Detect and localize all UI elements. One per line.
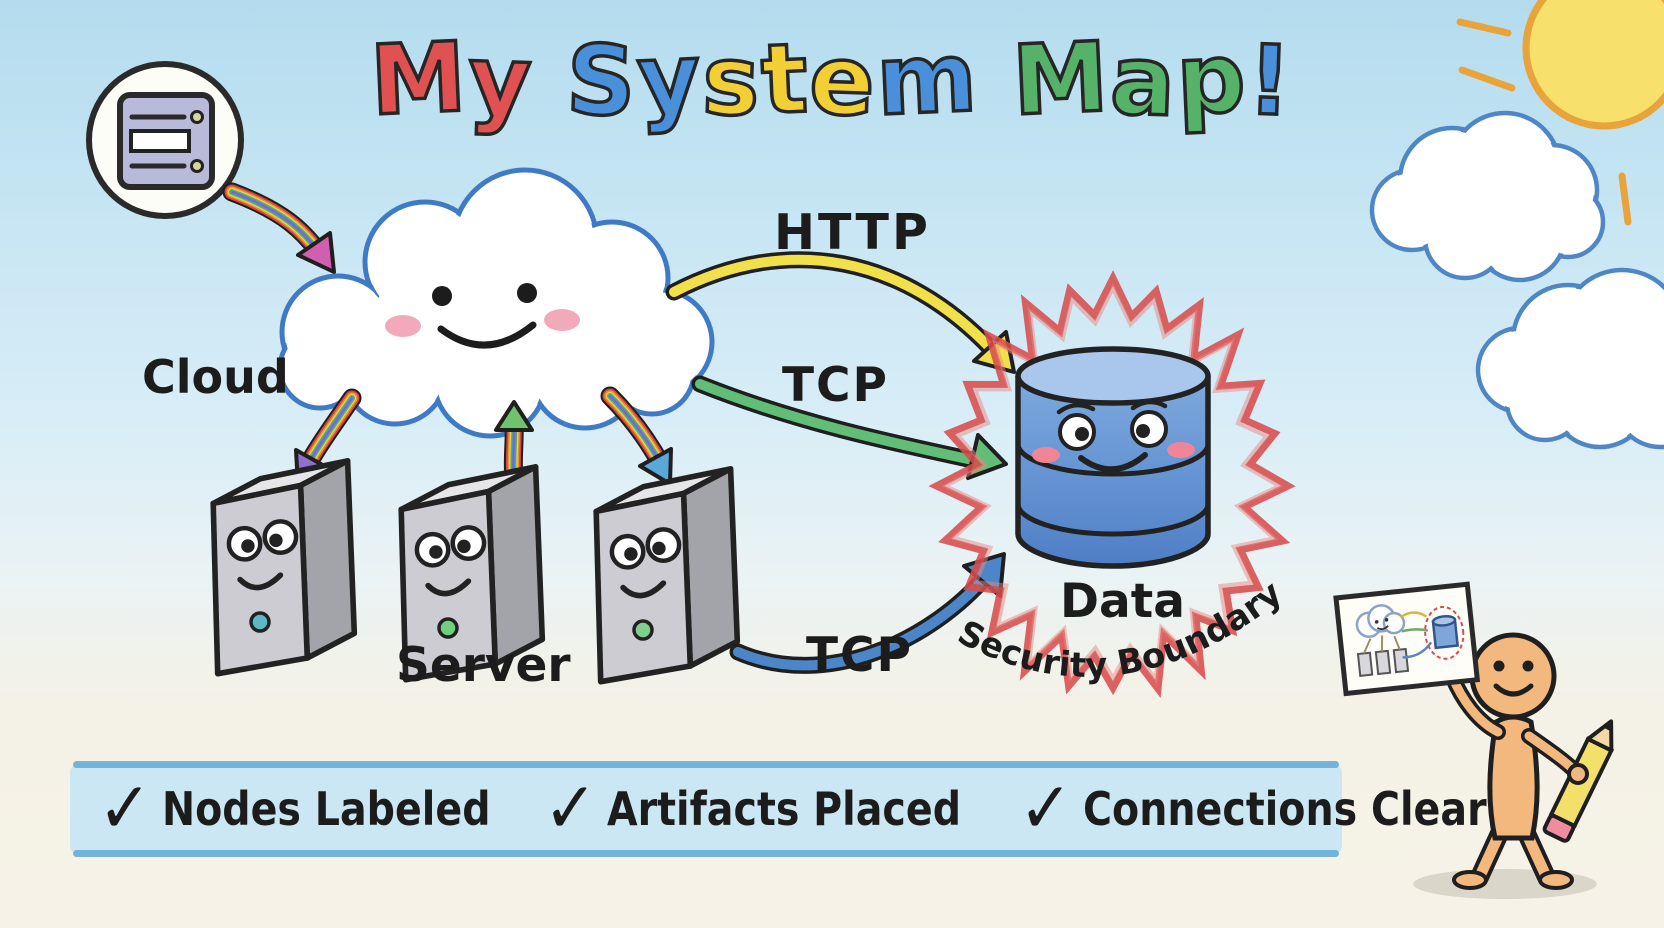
tcp-connection-label-1: TCP: [782, 358, 889, 413]
http-connection-label: HTTP: [774, 204, 931, 261]
cloud-face smiley-face-icon: [385, 283, 580, 349]
origin-badge: [86, 61, 244, 219]
mini-map-card: [1333, 581, 1481, 697]
server-node-3: [596, 469, 737, 682]
title-letter: p: [1173, 20, 1252, 138]
checklist-item: ✓Nodes Labeled: [98, 773, 544, 845]
database-face smiley-face-icon: [1032, 399, 1195, 473]
check-icon: ✓: [1018, 767, 1073, 851]
checklist-item: ✓Connections Clear: [1019, 773, 1552, 845]
checklist-item-label: Artifacts Placed: [607, 782, 962, 836]
rainbow-arrow-badge-to-cloud: [232, 192, 336, 274]
tcp-connection-label-2: TCP: [806, 628, 913, 683]
title-letter: y: [464, 22, 536, 140]
server-node-1: [213, 461, 354, 674]
rainbow-arrow-server2-to-cloud: [494, 400, 534, 478]
title-letter: t: [757, 20, 813, 137]
checklist-band: ✓Nodes Labeled✓Artifacts Placed✓Connecti…: [70, 761, 1486, 857]
title-letter: e: [806, 22, 880, 140]
background-cloud-2: [1475, 267, 1664, 450]
server-led: [249, 611, 271, 633]
checklist-item-label: Nodes Labeled: [161, 782, 491, 836]
mascot-shadow: [1413, 869, 1597, 899]
server-label: Server: [396, 638, 571, 693]
title-letter: M: [366, 19, 472, 139]
check-icon: ✓: [543, 767, 598, 851]
check-icon: ✓: [98, 767, 152, 851]
checklist-items: ✓Nodes Labeled✓Artifacts Placed✓Connecti…: [70, 763, 1486, 855]
title-letter: S: [563, 22, 642, 140]
title-letter: s: [699, 22, 766, 139]
title-letter: !: [1244, 22, 1297, 139]
http-arrow: [674, 260, 1016, 374]
mascot-figure: [1333, 581, 1615, 899]
pencil-icon: [1542, 719, 1615, 843]
mascot-hand: [1567, 763, 1589, 785]
data-label: Data: [1060, 574, 1185, 629]
cloud-label: Cloud: [142, 350, 289, 404]
title-letter: a: [1106, 22, 1180, 140]
server-led: [437, 617, 459, 639]
checklist-item: ✓Artifacts Placed: [544, 773, 1019, 845]
mascot-face smiley-face-icon: [1493, 660, 1534, 697]
database-node: [1015, 346, 1211, 569]
server-badge-icon: [117, 92, 215, 190]
background-cloud-1: [1369, 110, 1606, 283]
checklist-item-label: Connections Clear: [1082, 782, 1487, 836]
title-letter: y: [634, 20, 707, 138]
rainbow-arrow-cloud-to-server1: [294, 398, 352, 488]
sun-icon: [1456, 0, 1664, 226]
cloud-node: [277, 167, 715, 439]
rainbow-arrow-cloud-to-server3: [610, 396, 673, 486]
title-letter: m: [872, 19, 982, 139]
title-letter: M: [1008, 19, 1114, 139]
server-led: [632, 619, 654, 641]
